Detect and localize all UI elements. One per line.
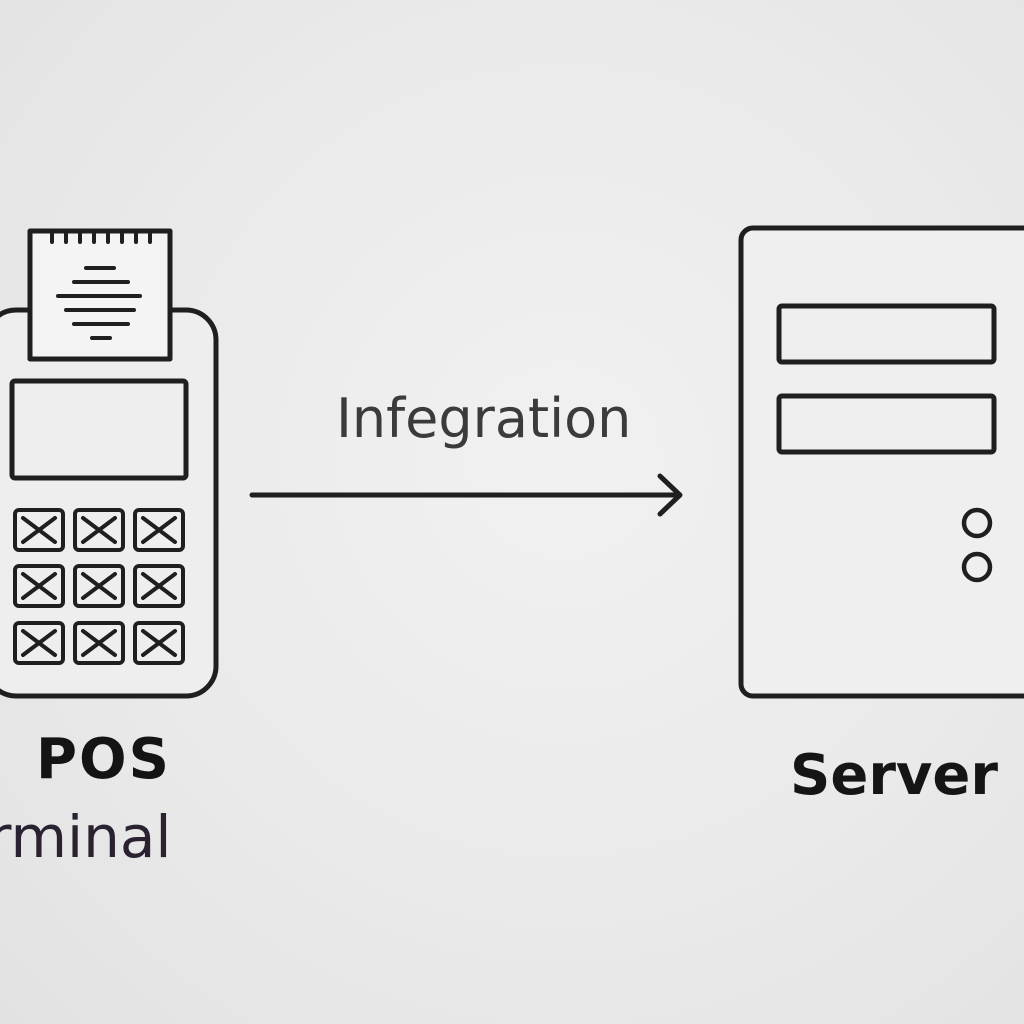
pos-terminal-subtitle-text: erminal <box>0 803 172 871</box>
keypad-key <box>133 621 185 665</box>
server-title: Server <box>790 743 999 808</box>
arrow-head <box>657 473 683 517</box>
keypad-key <box>133 508 185 552</box>
pos-keypad <box>13 508 185 665</box>
receipt-perforation <box>50 229 152 244</box>
receipt-text-lines <box>56 266 142 340</box>
keypad-key <box>133 564 185 608</box>
pos-terminal-title: POS <box>36 727 171 792</box>
server-drive-bay-2 <box>776 393 997 455</box>
keypad-key <box>13 508 65 552</box>
server-drive-bay-1 <box>776 303 997 365</box>
pos-terminal-icon <box>0 228 219 699</box>
server-case <box>738 225 1024 699</box>
keypad-key <box>13 621 65 665</box>
keypad-key <box>73 508 125 552</box>
integration-label: Infegration <box>336 387 632 450</box>
server-icon <box>738 225 1024 699</box>
keypad-key <box>73 621 125 665</box>
server-indicator-light <box>961 507 993 539</box>
integration-arrow <box>249 473 683 517</box>
server-indicator-light <box>961 551 993 583</box>
pos-terminal-subtitle: erminal <box>0 808 172 866</box>
pos-terminal-screen <box>9 378 189 481</box>
keypad-key <box>13 564 65 608</box>
keypad-key <box>73 564 125 608</box>
